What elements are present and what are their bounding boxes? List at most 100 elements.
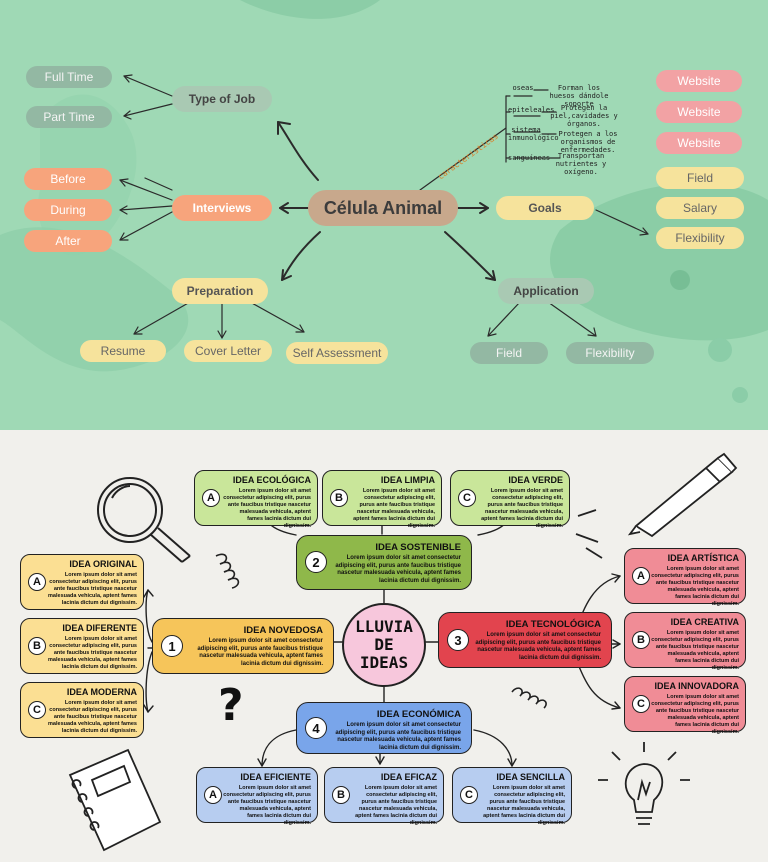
- sub-title: IDEA ARTÍSTICA: [667, 553, 739, 563]
- type-of-job-label: Type of Job: [188, 92, 256, 106]
- sub-body: Lorem ipsum dolor sit amet consectetur a…: [48, 636, 137, 670]
- cell-type-desc-4: Transportan nutrientes y oxígeno.: [555, 152, 607, 176]
- sub-letter: A: [632, 567, 650, 585]
- sub-body: Lorem ipsum dolor sit amet consectetur a…: [651, 630, 739, 671]
- application-field-label: Field: [495, 346, 522, 360]
- cover-letter-label: Cover Letter: [194, 344, 262, 358]
- sub-letter: B: [332, 786, 350, 804]
- main-idea-sostenible: 2 IDEA SOSTENIBLE Lorem ipsum dolor sit …: [296, 535, 472, 590]
- sub-idea-sencilla: C IDEA SENCILLA Lorem ipsum dolor sit am…: [452, 767, 572, 826]
- lluvia-de-ideas-center: LLUVIA DE IDEAS: [342, 603, 426, 687]
- application-field-node: Field: [470, 342, 548, 364]
- main-body-1: Lorem ipsum dolor sit amet consectetur a…: [197, 638, 323, 667]
- sub-idea-limpia: B IDEA LIMPIA Lorem ipsum dolor sit amet…: [322, 470, 442, 529]
- main-title-1: IDEA NOVEDOSA: [243, 625, 323, 636]
- part-time-label: Part Time: [43, 110, 95, 124]
- main-body-2: Lorem ipsum dolor sit amet consectetur a…: [335, 555, 461, 584]
- website-label-1: Website: [677, 74, 721, 88]
- sub-letter: C: [458, 489, 476, 507]
- website-node-3[interactable]: Website: [656, 132, 742, 154]
- sub-idea-eficaz: B IDEA EFICAZ Lorem ipsum dolor sit amet…: [324, 767, 444, 826]
- before-label: Before: [50, 172, 86, 186]
- sub-title: IDEA LIMPIA: [380, 475, 435, 485]
- sub-title: IDEA INNOVADORA: [654, 681, 739, 691]
- goals-node: Goals: [496, 196, 594, 220]
- before-node: Before: [24, 168, 112, 190]
- resume-label: Resume: [100, 344, 146, 358]
- center-line-3: IDEAS: [359, 653, 409, 672]
- main-idea-economica: 4 IDEA ECONÓMICA Lorem ipsum dolor sit a…: [296, 702, 472, 754]
- sub-idea-artistica: A IDEA ARTÍSTICA Lorem ipsum dolor sit a…: [624, 548, 746, 607]
- sub-body: Lorem ipsum dolor sit amet consectetur a…: [223, 785, 311, 826]
- sub-title: IDEA ORIGINAL: [69, 559, 137, 569]
- full-time-label: Full Time: [44, 70, 94, 84]
- main-number-1: 1: [161, 635, 183, 657]
- application-label: Application: [513, 284, 579, 298]
- sub-letter: C: [460, 786, 478, 804]
- sub-letter: A: [28, 573, 46, 591]
- central-label: Célula Animal: [323, 197, 443, 218]
- sub-title: IDEA ECOLÓGICA: [232, 475, 311, 485]
- sub-body: Lorem ipsum dolor sit amet consectetur a…: [483, 785, 565, 826]
- during-label: During: [50, 203, 86, 217]
- main-number-4: 4: [305, 717, 327, 739]
- sub-title: IDEA DIFERENTE: [62, 623, 137, 633]
- goals-flexibility-label: Flexibility: [675, 231, 725, 245]
- sub-body: Lorem ipsum dolor sit amet consectetur a…: [353, 488, 435, 529]
- sub-title: IDEA MODERNA: [66, 687, 137, 697]
- self-assessment-node: Self Assessment: [286, 342, 388, 364]
- cell-type-name-3: sistema inmunológico: [508, 126, 559, 142]
- cell-type-desc-3: Protegen a los organismos de enfermedade…: [558, 130, 618, 154]
- part-time-node: Part Time: [26, 106, 112, 128]
- center-line-2: DE: [374, 635, 394, 654]
- main-idea-novedosa: 1 IDEA NOVEDOSA Lorem ipsum dolor sit am…: [152, 618, 334, 674]
- center-line-1: LLUVIA: [355, 617, 413, 636]
- main-body-4: Lorem ipsum dolor sit amet consectetur a…: [335, 722, 461, 751]
- sub-idea-creativa: B IDEA CREATIVA Lorem ipsum dolor sit am…: [624, 612, 746, 671]
- cell-type-desc-1: Forman los huesos dándole soporte: [549, 84, 609, 108]
- main-title-4: IDEA ECONÓMICA: [376, 709, 461, 720]
- sub-body: Lorem ipsum dolor sit amet consectetur a…: [223, 488, 311, 529]
- sub-letter: A: [202, 489, 220, 507]
- preparation-label: Preparation: [186, 284, 254, 298]
- website-node-1[interactable]: Website: [656, 70, 742, 92]
- main-number-2: 2: [305, 551, 327, 573]
- sub-title: IDEA EFICIENTE: [240, 772, 311, 782]
- sub-title: IDEA CREATIVA: [670, 617, 739, 627]
- question-mark-doodle: ?: [218, 680, 244, 731]
- sub-idea-original: A IDEA ORIGINAL Lorem ipsum dolor sit am…: [20, 554, 144, 610]
- sub-title: IDEA EFICAZ: [380, 772, 437, 782]
- sub-idea-innovadora: C IDEA INNOVADORA Lorem ipsum dolor sit …: [624, 676, 746, 735]
- sub-letter: B: [330, 489, 348, 507]
- goals-flexibility-node: Flexibility: [656, 227, 744, 249]
- main-title-3: IDEA TECNOLÓGICA: [505, 619, 601, 630]
- sub-letter: B: [632, 631, 650, 649]
- website-label-3: Website: [677, 136, 721, 150]
- after-label: After: [55, 234, 81, 248]
- cell-type-desc-2: Protegen la piel,cavidades y órganos.: [550, 104, 618, 128]
- sub-letter: A: [204, 786, 222, 804]
- cell-type-name-2: epiteleales: [508, 106, 555, 114]
- goals-field-node: Field: [656, 167, 744, 189]
- sub-body: Lorem ipsum dolor sit amet consectetur a…: [355, 785, 437, 826]
- sub-letter: C: [28, 701, 46, 719]
- doodles-and-connectors: [68, 452, 738, 852]
- sub-idea-ecologica: A IDEA ECOLÓGICA Lorem ipsum dolor sit a…: [194, 470, 318, 529]
- resume-node: Resume: [80, 340, 166, 362]
- central-node: Célula Animal: [308, 190, 458, 226]
- goals-label: Goals: [528, 201, 562, 215]
- sub-letter: B: [28, 637, 46, 655]
- self-assessment-label: Self Assessment: [292, 346, 382, 360]
- website-label-2: Website: [677, 105, 721, 119]
- lluvia-de-ideas-map: ? LLUVIA DE IDEAS 2 IDEA SOSTENIBLE Lore…: [0, 430, 768, 862]
- main-body-3: Lorem ipsum dolor sit amet consectetur a…: [475, 632, 601, 661]
- cell-type-name-4: sanguíneas: [508, 154, 551, 162]
- type-of-job-node: Type of Job: [172, 86, 272, 112]
- sub-idea-verde: C IDEA VERDE Lorem ipsum dolor sit amet …: [450, 470, 570, 529]
- sub-title: IDEA VERDE: [508, 475, 563, 485]
- website-node-2[interactable]: Website: [656, 101, 742, 123]
- sub-idea-diferente: B IDEA DIFERENTE Lorem ipsum dolor sit a…: [20, 618, 144, 674]
- salary-node: Salary: [656, 197, 744, 219]
- main-idea-tecnologica: 3 IDEA TECNOLÓGICA Lorem ipsum dolor sit…: [438, 612, 612, 668]
- sub-letter: C: [632, 695, 650, 713]
